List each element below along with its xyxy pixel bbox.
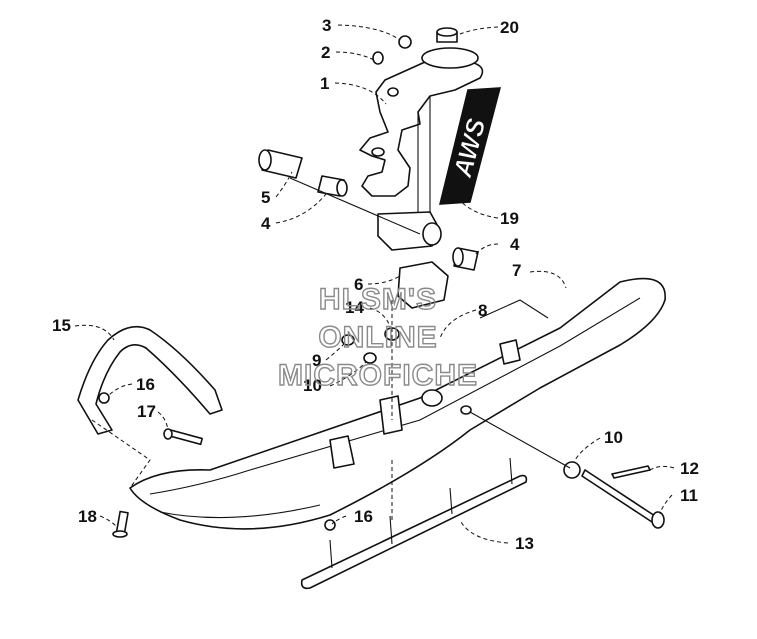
- callout-6: 6: [354, 275, 363, 294]
- watermark: HLSM'S ONLINE MICROFICHE: [277, 282, 478, 392]
- cotter-pin-part-12: [611, 465, 651, 479]
- callout-10a: 10: [303, 376, 322, 395]
- callout-4a: 4: [261, 214, 271, 233]
- spindle-part: [359, 47, 484, 251]
- axle-bolt-part-11: [581, 469, 665, 529]
- wear-bar-part: [300, 457, 528, 590]
- callout-16a: 16: [136, 375, 155, 394]
- ski-saddle-part: [397, 261, 449, 309]
- callout-19: 19: [500, 209, 519, 228]
- cap-screw-part: [436, 27, 458, 43]
- callout-9: 9: [312, 351, 321, 370]
- callout-5: 5: [261, 188, 270, 207]
- callout-11: 11: [680, 486, 698, 505]
- washer-part: [398, 35, 412, 49]
- lock-nut-part: [372, 51, 384, 65]
- ski-body: [129, 277, 666, 530]
- callout-2: 2: [321, 43, 330, 62]
- bushing-part-5: [258, 149, 303, 179]
- callout-3: 3: [322, 16, 331, 35]
- callout-labels: 3: [322, 16, 331, 35]
- callout-13: 13: [515, 534, 534, 553]
- watermark-line-1: HLSM'S: [319, 283, 437, 316]
- callout-16b: 16: [354, 507, 373, 526]
- callout-15: 15: [52, 316, 71, 335]
- callout-17: 17: [137, 402, 156, 421]
- ski-handle-part: [77, 325, 223, 435]
- callout-12: 12: [680, 459, 699, 478]
- bushing-part-4-right: [452, 247, 479, 271]
- bolt-part-17: [163, 428, 203, 446]
- washer-part-10a: [363, 352, 377, 364]
- watermark-line-3: MICROFICHE: [278, 359, 478, 392]
- callout-8: 8: [478, 301, 487, 320]
- callout-18: 18: [78, 507, 97, 526]
- callout-1: 1: [320, 74, 329, 93]
- callout-20: 20: [500, 18, 519, 37]
- aws-decal: AWS: [439, 87, 501, 205]
- callout-7: 7: [512, 261, 521, 280]
- nut-part-16b: [324, 519, 336, 531]
- bolt-part-18: [112, 510, 129, 538]
- watermark-line-2: ONLINE: [318, 321, 437, 354]
- washer-part-9: [341, 334, 355, 346]
- nut-part-16a: [98, 392, 110, 404]
- callout-14: 14: [345, 298, 364, 317]
- washer-part-10b: [563, 461, 581, 479]
- leader-lines: [74, 24, 675, 544]
- bushing-part-4-left: [317, 175, 348, 197]
- callout-4b: 4: [510, 235, 520, 254]
- callout-10b: 10: [604, 428, 623, 447]
